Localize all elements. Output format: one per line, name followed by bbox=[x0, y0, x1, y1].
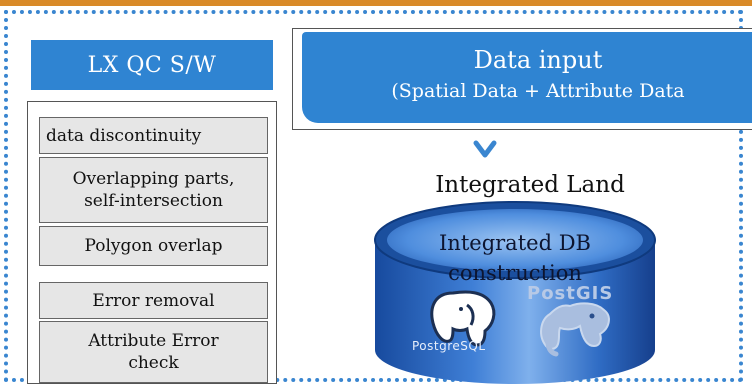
postgis-logo-text: PostGIS bbox=[527, 283, 614, 304]
lx-qc-title: LX QC S/W bbox=[31, 40, 273, 90]
chevron-down-arrow-icon bbox=[473, 140, 497, 158]
data-input-title: Data input bbox=[473, 46, 603, 74]
postgis-elephant-logo bbox=[540, 302, 610, 357]
check-item-overlapping-parts: Overlapping parts, self-intersection bbox=[39, 157, 268, 223]
check-item-data-discontinuity: data discontinuity bbox=[39, 117, 268, 154]
integrated-land-title: Integrated Land bbox=[435, 172, 625, 198]
top-strip bbox=[0, 0, 752, 6]
postgresql-logo-text: PostgreSQL bbox=[412, 339, 486, 353]
database-cylinder-icon bbox=[374, 201, 656, 384]
lx-qc-title-text: LX QC S/W bbox=[87, 52, 217, 78]
check-item-attribute-error-check: Attribute Error check bbox=[39, 321, 268, 383]
check-item-error-removal: Error removal bbox=[39, 282, 268, 319]
data-input-box: Data input (Spatial Data + Attribute Dat… bbox=[302, 32, 752, 123]
integrated-db-construction-label: Integrated DB construction bbox=[439, 231, 591, 285]
check-item-polygon-overlap: Polygon overlap bbox=[39, 226, 268, 266]
diagram-frame bbox=[4, 10, 743, 382]
postgresql-elephant-logo bbox=[430, 290, 496, 347]
check-panel: data discontinuity Overlapping parts, se… bbox=[27, 101, 277, 384]
data-input-subtitle: (Spatial Data + Attribute Data bbox=[391, 80, 685, 102]
